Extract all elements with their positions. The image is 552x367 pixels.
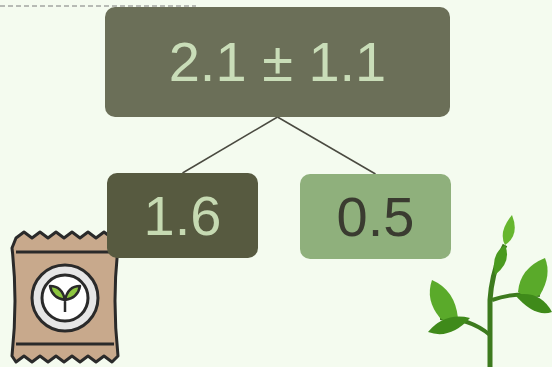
value-box: 2.1 ± 1.1 <box>105 7 450 117</box>
value-text: 2.1 ± 1.1 <box>169 34 387 90</box>
value-text: 1.6 <box>144 188 222 244</box>
fertilizer-bag-icon <box>12 232 118 362</box>
tree-connector <box>278 117 376 174</box>
tree-connector <box>183 117 278 173</box>
value-text: 0.5 <box>337 189 415 245</box>
value-box: 1.6 <box>107 173 258 258</box>
value-box: 0.5 <box>300 174 451 259</box>
